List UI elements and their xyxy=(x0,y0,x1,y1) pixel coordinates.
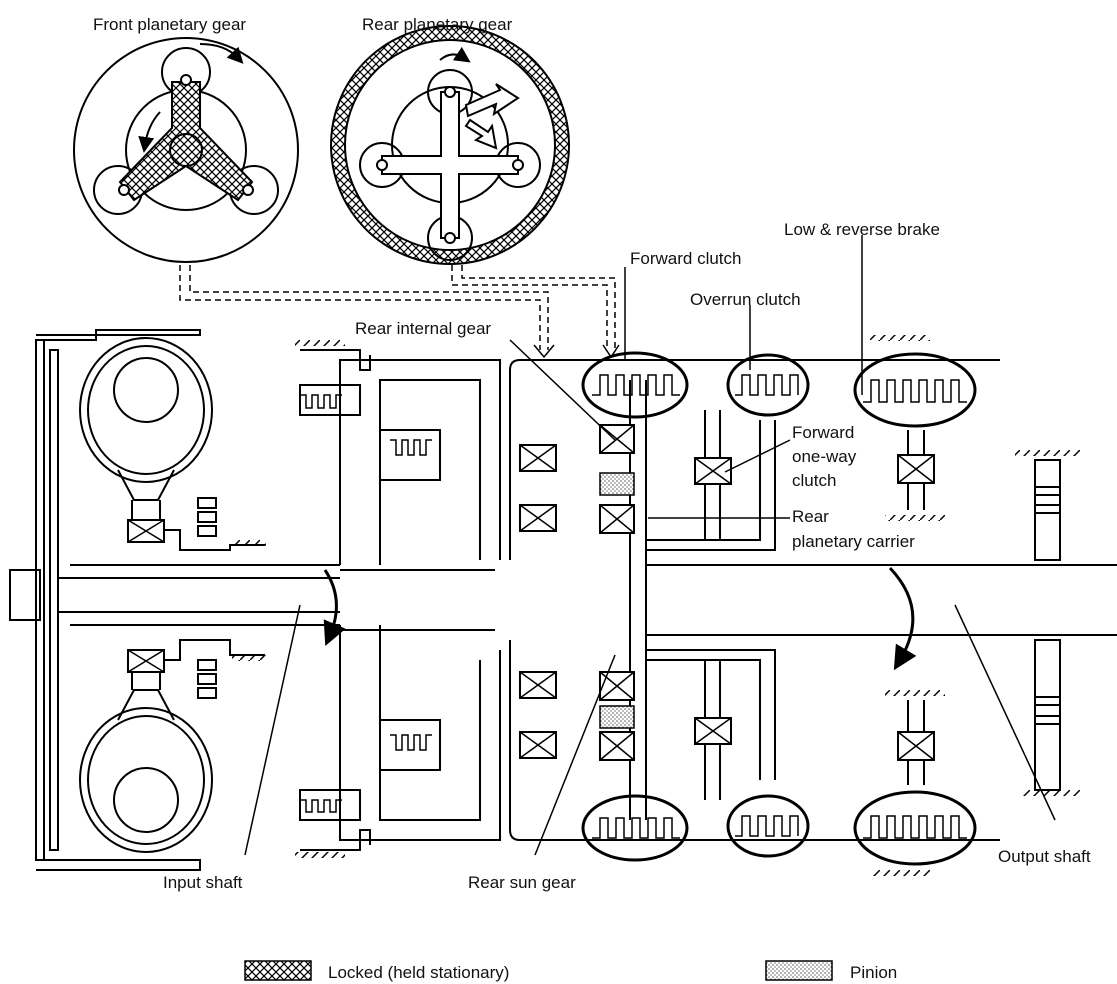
label-forward-clutch: Forward clutch xyxy=(630,249,741,268)
label-low-reverse-brake: Low & reverse brake xyxy=(784,220,940,239)
overrun-clutch-circled xyxy=(726,353,810,417)
low-reverse-brake-circled xyxy=(853,352,977,428)
leader-lines xyxy=(244,235,1056,856)
label-rear-planetary-gear: Rear planetary gear xyxy=(362,15,513,34)
lower-clutch-ovals xyxy=(581,790,977,866)
pinion-lower xyxy=(599,705,635,729)
legend-locked-label: Locked (held stationary) xyxy=(328,963,509,982)
label-forward-one-way-clutch-line3: clutch xyxy=(792,471,836,490)
gear-train-structure xyxy=(295,335,1117,876)
label-front-planetary-gear: Front planetary gear xyxy=(93,15,246,34)
label-output-shaft: Output shaft xyxy=(998,847,1091,866)
label-rear-planetary-carrier-line1: Rear xyxy=(792,507,829,526)
label-overrun-clutch: Overrun clutch xyxy=(690,290,801,309)
rear-planetary-gear-view xyxy=(330,25,570,265)
label-rear-internal-gear: Rear internal gear xyxy=(355,319,491,338)
legend-locked-swatch xyxy=(244,960,312,981)
label-forward-one-way-clutch-line2: one-way xyxy=(792,447,857,466)
label-rear-sun-gear: Rear sun gear xyxy=(468,873,576,892)
dashed-leaders xyxy=(179,265,620,359)
legend: Locked (held stationary) Pinion xyxy=(244,960,897,982)
torque-converter xyxy=(9,329,266,871)
legend-pinion-swatch xyxy=(765,960,833,981)
input-shaft-drawing xyxy=(58,564,346,647)
label-rear-planetary-carrier-line2: planetary carrier xyxy=(792,532,915,551)
forward-clutch-circled xyxy=(581,351,689,419)
labels: Front planetary gear Rear planetary gear… xyxy=(93,15,1091,892)
pinion-upper xyxy=(599,472,635,496)
label-input-shaft: Input shaft xyxy=(163,873,243,892)
front-planetary-gear-view xyxy=(73,37,299,263)
label-forward-one-way-clutch-line1: Forward xyxy=(792,423,854,442)
legend-pinion-label: Pinion xyxy=(850,963,897,982)
